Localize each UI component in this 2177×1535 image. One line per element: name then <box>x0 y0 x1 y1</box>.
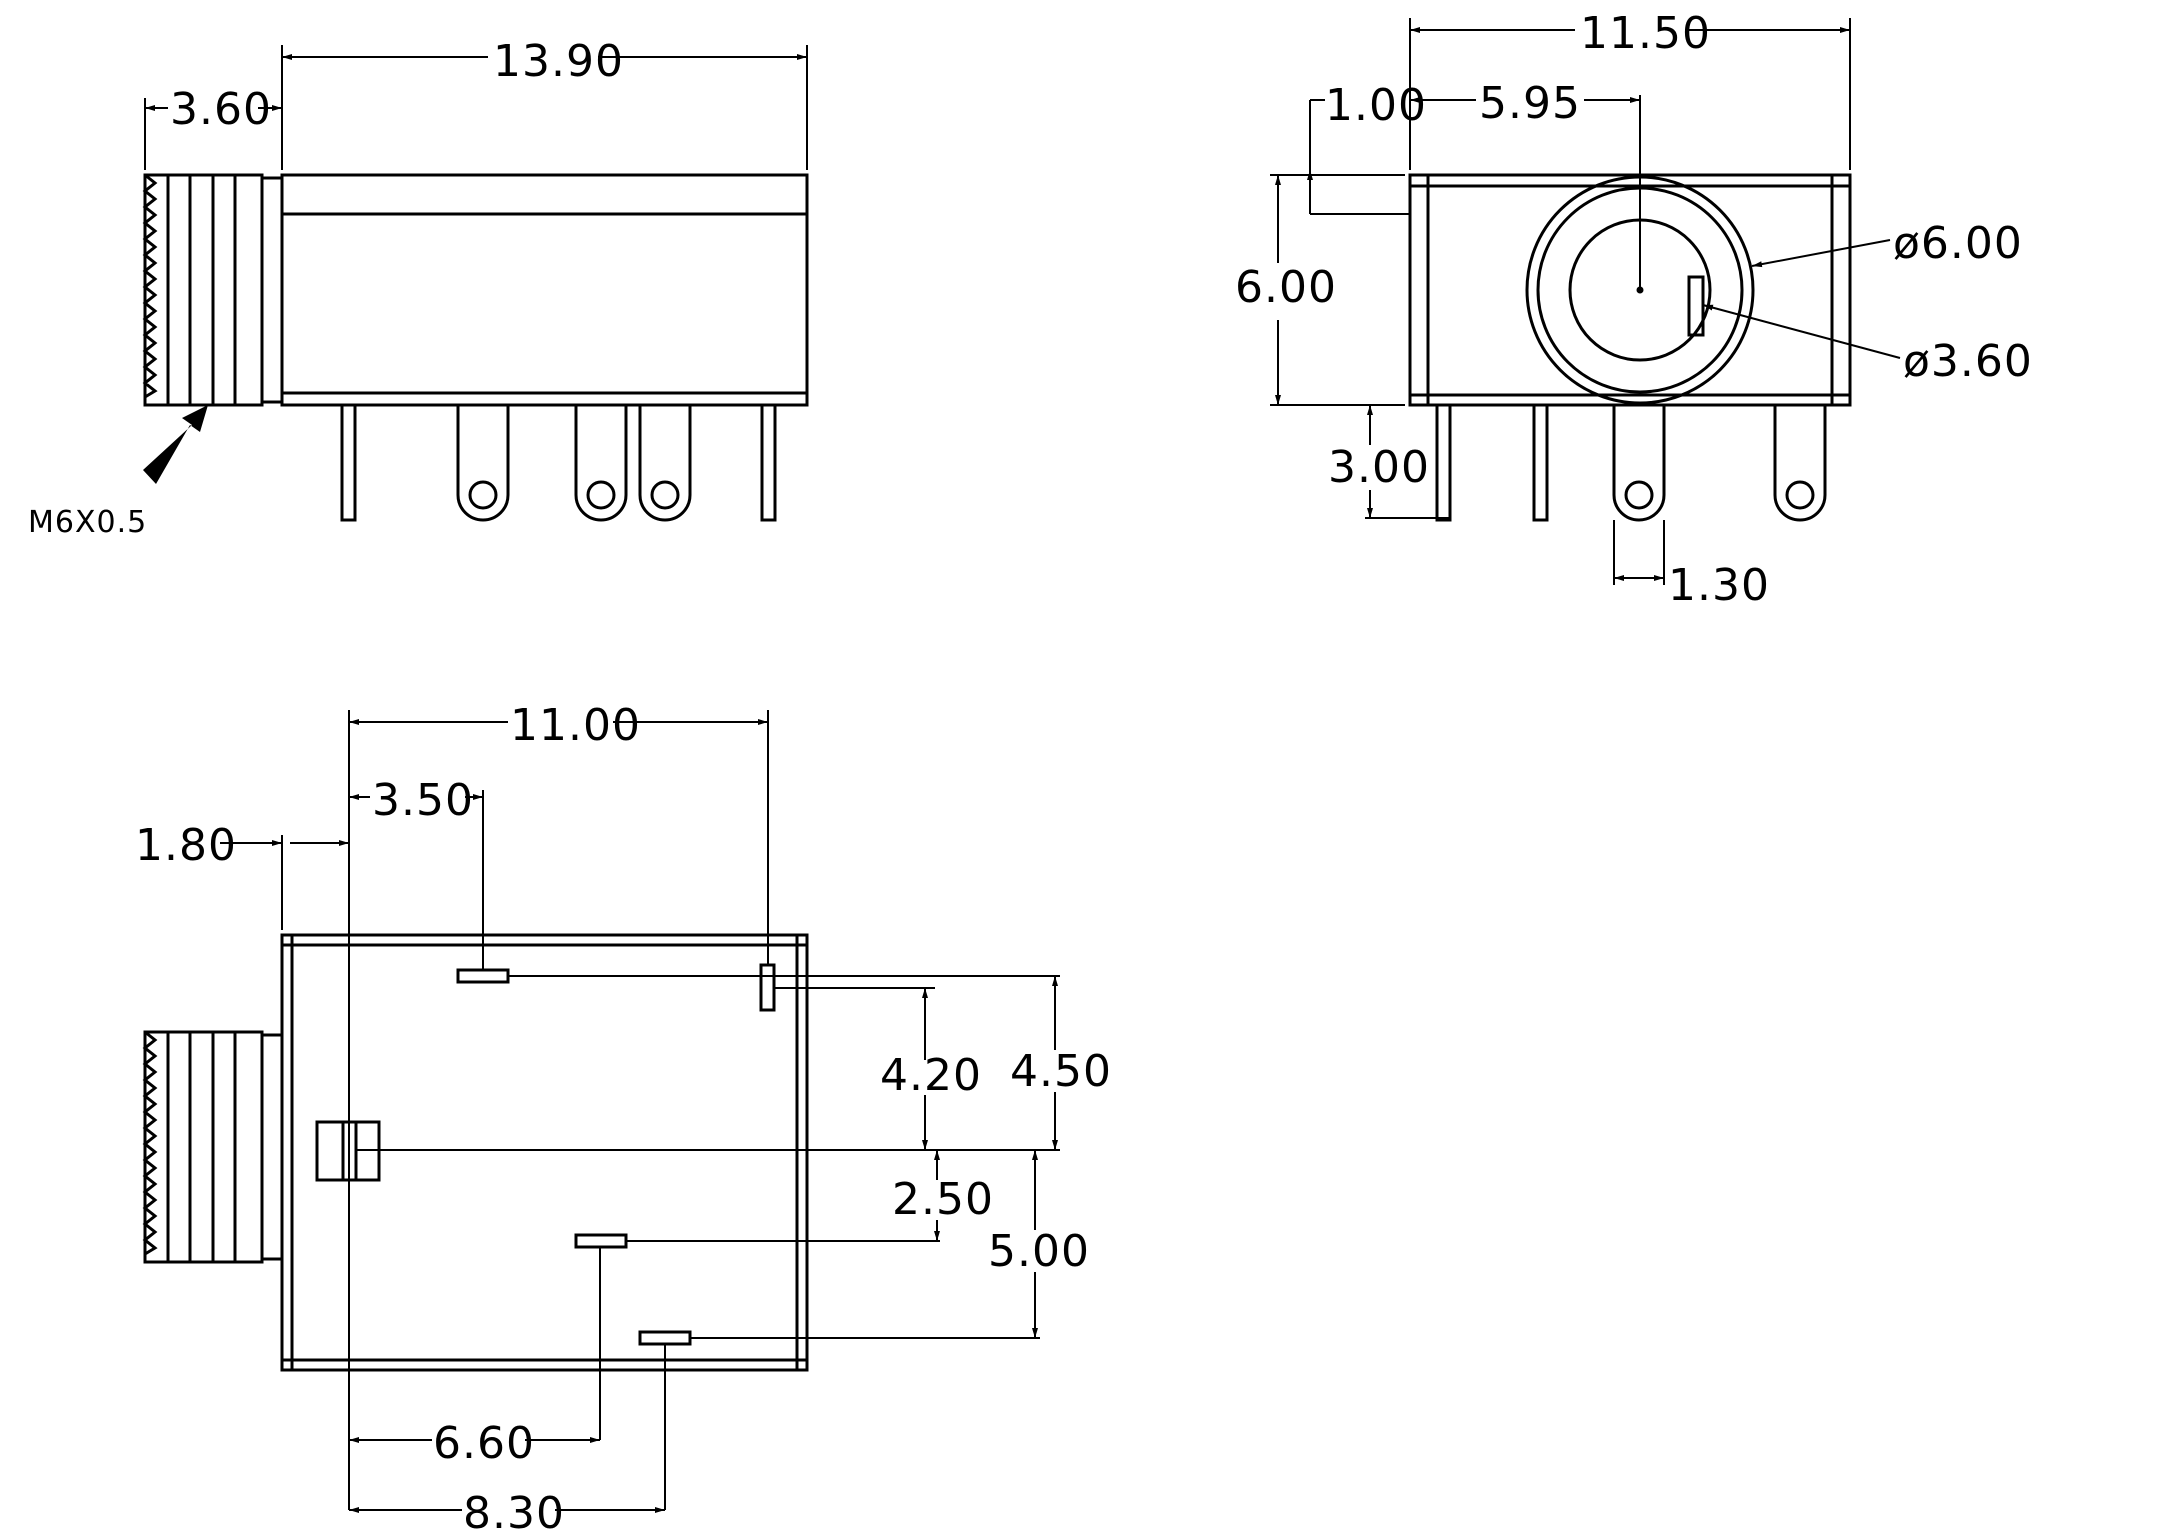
bottom-view <box>142 710 1060 1513</box>
bottom-dim-pos-a-label: 6.60 <box>433 1418 535 1469</box>
bottom-dim-row-c-label: 2.50 <box>892 1174 994 1225</box>
front-dim-outer-diameter-label: ø6.00 <box>1893 218 2023 269</box>
side-view <box>142 45 809 522</box>
front-view <box>1270 18 1901 585</box>
bottom-dim-pos-b-label: 8.30 <box>463 1488 565 1535</box>
side-dim-thread <box>144 98 283 170</box>
bottom-dim-span-label: 11.00 <box>510 700 641 751</box>
bottom-pin-pad-2 <box>759 963 776 1012</box>
bottom-pin-pad-5 <box>638 1330 692 1346</box>
bottom-pin-pad-1 <box>456 968 510 984</box>
front-dim-center-label: 5.95 <box>1479 78 1581 129</box>
bottom-dim-first-pin-label: 3.50 <box>372 775 474 826</box>
bottom-pin-pad-4 <box>574 1233 628 1249</box>
thread-callout-arrow <box>143 405 208 484</box>
front-dim-step-label: 1.00 <box>1325 80 1427 131</box>
bottom-dim-body-offset-label: 1.80 <box>135 820 237 871</box>
front-dim-pin-length-label: 3.00 <box>1328 442 1430 493</box>
front-body <box>1408 173 1852 407</box>
side-dim-length-label: 13.90 <box>493 36 624 87</box>
bottom-dim-row-a-label: 4.20 <box>880 1050 982 1101</box>
front-dim-width-label: 11.50 <box>1580 8 1711 59</box>
front-dim-inner-diameter-label: ø3.60 <box>1903 336 2033 387</box>
front-pins <box>1435 403 1827 522</box>
thread-spec-label: M6X0.5 <box>28 505 147 540</box>
bottom-dim-row-b-label: 4.50 <box>1010 1046 1112 1097</box>
side-thread <box>142 173 284 407</box>
bottom-thread <box>142 1030 284 1264</box>
bottom-dim-row-d-label: 5.00 <box>988 1226 1090 1277</box>
side-body <box>280 173 809 407</box>
front-dim-pin-width-label: 1.30 <box>1668 560 1770 611</box>
bottom-body <box>280 933 809 1372</box>
side-pins <box>340 403 777 522</box>
side-dim-thread-label: 3.60 <box>170 84 272 135</box>
front-dim-height-label: 6.00 <box>1235 262 1337 313</box>
